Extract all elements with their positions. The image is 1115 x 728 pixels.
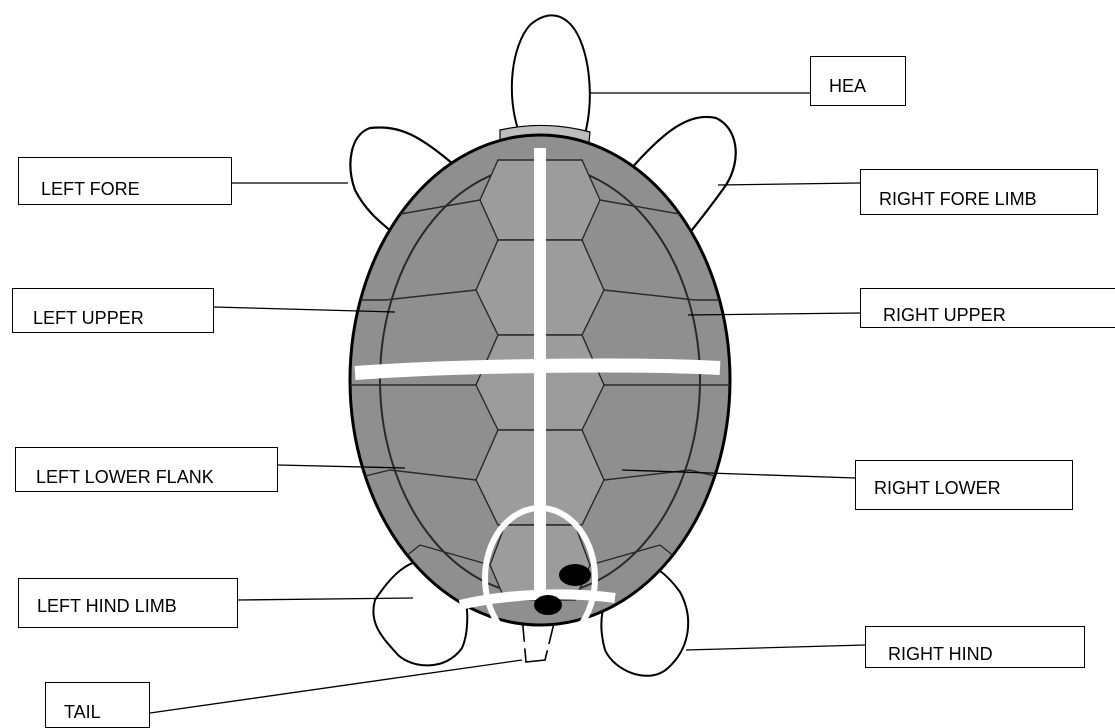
vent-spot-2 xyxy=(534,595,562,615)
label-right-upper-flank: RIGHT UPPER xyxy=(860,288,1115,328)
label-tail: TAIL xyxy=(45,682,150,728)
leader-right-fore xyxy=(718,183,860,185)
label-left-hind-limb: LEFT HIND LIMB xyxy=(18,578,238,628)
label-left-fore-limb: LEFT FORE xyxy=(18,157,232,205)
label-head: HEA xyxy=(810,56,906,106)
label-right-fore-limb: RIGHT FORE LIMB xyxy=(860,169,1098,215)
leader-tail xyxy=(150,660,522,713)
label-left-upper-flank: LEFT UPPER xyxy=(12,288,214,333)
label-right-lower-flank: RIGHT LOWER xyxy=(855,460,1073,510)
label-left-lower-flank: LEFT LOWER FLANK xyxy=(15,447,278,492)
vent-spot-1 xyxy=(559,564,591,586)
head-shape xyxy=(512,15,590,138)
transverse-band xyxy=(355,366,720,373)
leader-right-hind xyxy=(686,645,865,650)
label-right-hind-limb: RIGHT HIND xyxy=(865,626,1085,668)
